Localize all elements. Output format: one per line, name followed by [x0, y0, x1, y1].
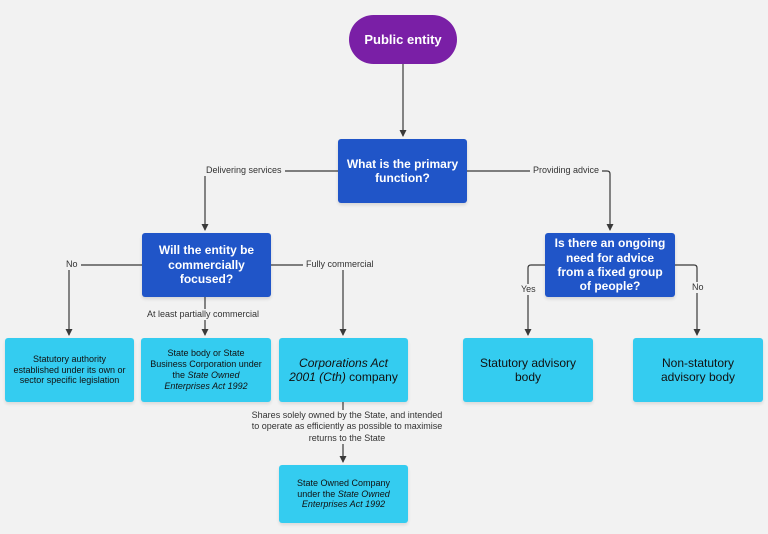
public-entity-node: Public entity [349, 15, 457, 64]
delivering-services-label: Delivering services [203, 165, 285, 177]
edge-no-left [65, 264, 142, 336]
state-body-node: State body or State Business Corporation… [141, 338, 271, 402]
statutory-advisory-label: Statutory advisory body [479, 355, 577, 384]
no-left-label: No [63, 259, 81, 271]
edge-no-right [675, 264, 701, 336]
ongoing-need-decision: Is there an ongoing need for advice from… [545, 233, 675, 297]
commercially-focused-decision: Will the entity be commercially focused? [142, 233, 271, 297]
state-body-act: State Owned Enterprises Act 1992 [164, 370, 248, 391]
state-owned-company-node: State Owned Company under the State Owne… [279, 465, 408, 523]
state-body-label: State body or State Business Corporation… [149, 348, 263, 391]
edge-delivering-services [201, 170, 338, 231]
statutory-authority-label: Statutory authority established under it… [13, 353, 126, 386]
state-owned-company-text: State Owned Company under the [296, 477, 391, 499]
statutory-authority-node: Statutory authority established under it… [5, 338, 134, 402]
statutory-advisory-node: Statutory advisory body [463, 338, 593, 402]
fully-commercial-label: Fully commercial [303, 259, 377, 271]
state-owned-company-act: State Owned Enterprises Act 1992 [301, 488, 390, 510]
yes-label: Yes [518, 284, 539, 296]
non-statutory-advisory-node: Non-statutory advisory body [633, 338, 763, 402]
corporations-act-node: Corporations Act 2001 (Cth) company [279, 338, 408, 402]
providing-advice-label: Providing advice [530, 165, 603, 177]
edge-yes [524, 264, 545, 336]
non-statutory-advisory-label: Non-statutory advisory body [660, 355, 736, 384]
public-entity-label: Public entity [364, 31, 442, 47]
shares-owned-label: Shares solely owned by the State, and in… [246, 410, 448, 444]
at-least-partially-label: At least partially commercial [144, 309, 263, 321]
ongoing-need-label: Is there an ongoing need for advice from… [554, 236, 666, 294]
state-body-text: State body or State Business Corporation… [150, 348, 262, 380]
edge-fully-commercial [271, 264, 347, 336]
corporations-act-label: Corporations Act 2001 (Cth) company [287, 356, 400, 385]
state-owned-company-label: State Owned Company under the State Owne… [287, 478, 400, 510]
primary-function-decision: What is the primary function? [338, 139, 467, 203]
primary-function-label: What is the primary function? [346, 156, 459, 185]
no-right-label: No [689, 282, 707, 294]
corporations-act-name: Corporations Act 2001 (Cth) [289, 355, 388, 384]
commercially-focused-label: Will the entity be commercially focused? [158, 243, 255, 287]
edge-providing-advice [467, 170, 614, 231]
corporations-act-suffix: company [345, 370, 398, 384]
